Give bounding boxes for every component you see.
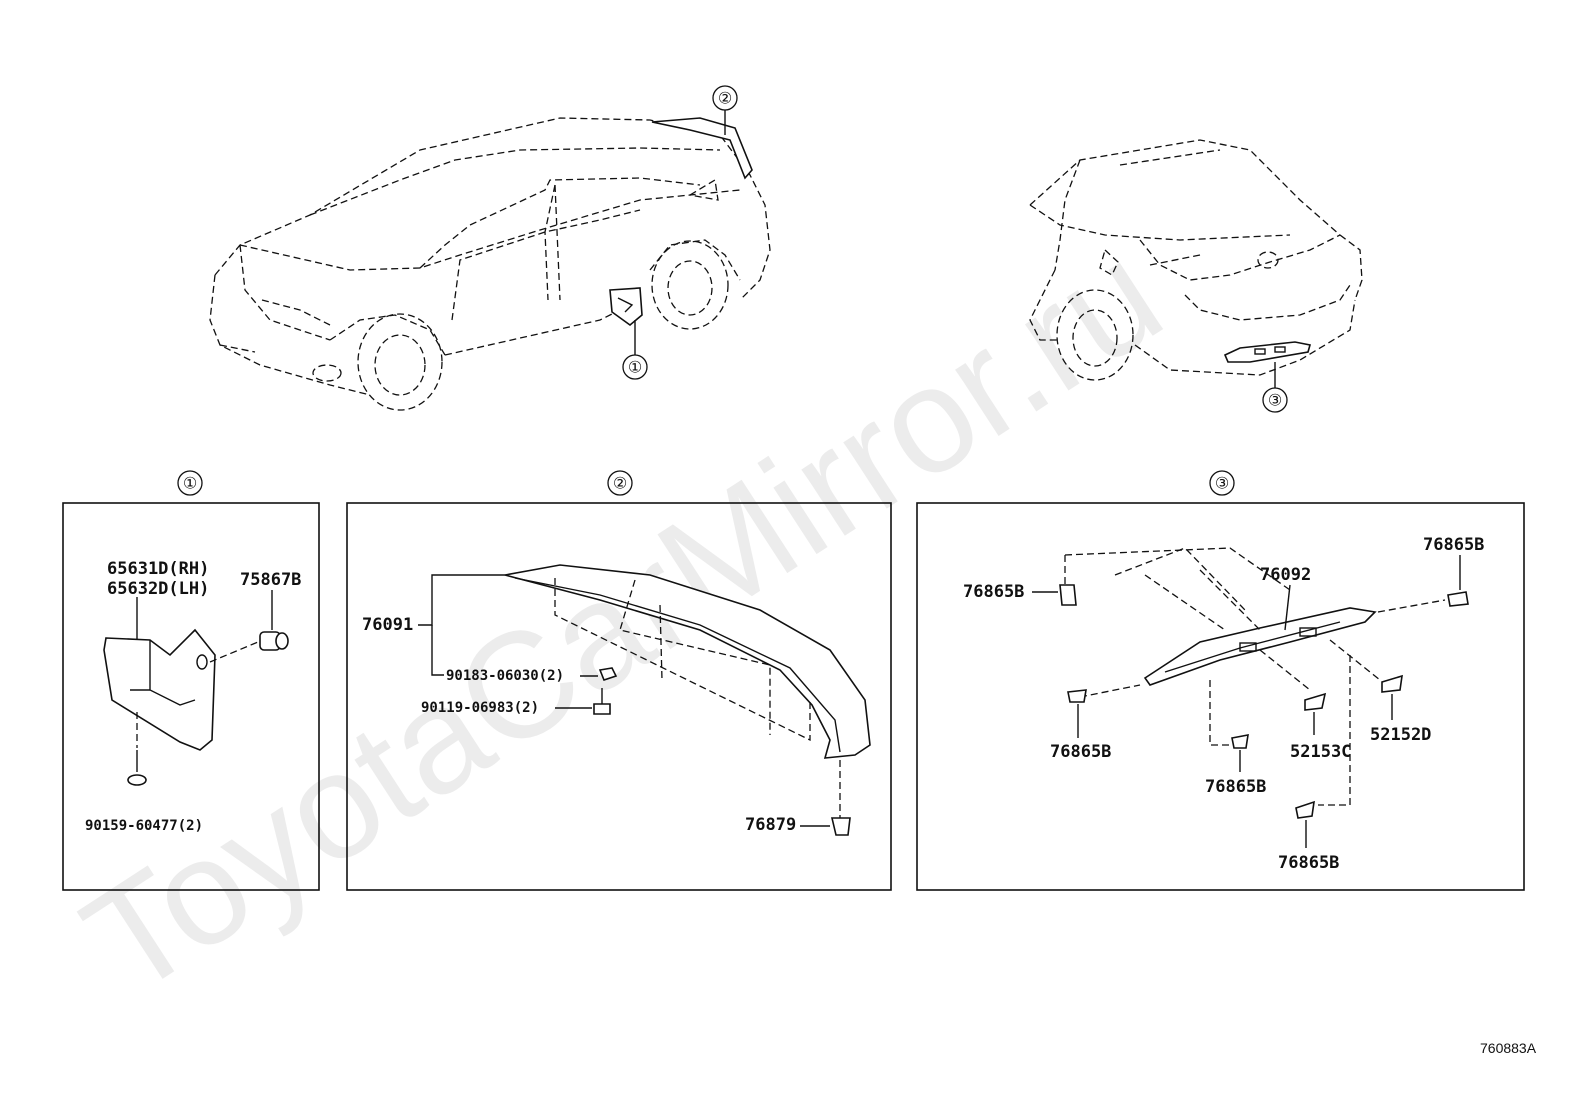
clip-76865B-tr bbox=[1447, 591, 1469, 607]
part-label-76879: 76879 bbox=[745, 815, 796, 835]
panel-1: ① 65631D(RH) 65632D(LH) 75867B 90159-604… bbox=[62, 470, 320, 891]
part-label-52153C: 52153C bbox=[1290, 742, 1351, 762]
panel-2: ② 76091 90183-06030(2) 90119-06983(2) 76… bbox=[346, 470, 892, 891]
panel-3-number: ③ bbox=[1215, 474, 1229, 493]
car-front-view bbox=[209, 117, 771, 411]
callout-1-front: ① bbox=[622, 320, 648, 380]
clip-76865B-bot bbox=[1295, 800, 1315, 819]
pad-52153C bbox=[1304, 692, 1327, 711]
reference-code: 760883A bbox=[1480, 1040, 1537, 1056]
part-label-65632D: 65632D(LH) bbox=[107, 579, 209, 599]
svg-text:①: ① bbox=[628, 358, 642, 377]
panel-1-number: ① bbox=[183, 474, 197, 493]
clip-76865B-tl bbox=[1059, 584, 1077, 606]
mudguard-part bbox=[103, 628, 216, 751]
part-label-76865B-tl: 76865B bbox=[963, 582, 1024, 602]
panel-2-number: ② bbox=[613, 474, 627, 493]
svg-text:②: ② bbox=[718, 89, 732, 108]
screw-90159 bbox=[127, 750, 147, 786]
car-rear-view bbox=[1029, 139, 1363, 381]
svg-text:③: ③ bbox=[1268, 391, 1282, 410]
part-label-90183: 90183-06030(2) bbox=[446, 668, 564, 684]
callout-2-front: ② bbox=[712, 85, 738, 135]
part-label-76865B-tr: 76865B bbox=[1423, 535, 1484, 555]
part-label-76091: 76091 bbox=[362, 615, 413, 635]
part-label-52152D: 52152D bbox=[1370, 725, 1431, 745]
clip-76879 bbox=[830, 817, 851, 836]
part-label-76865B-bm: 76865B bbox=[1205, 777, 1266, 797]
part-label-76092: 76092 bbox=[1260, 565, 1311, 585]
clip-76865B-bm bbox=[1231, 734, 1249, 749]
part-label-75867B: 75867B bbox=[240, 570, 301, 590]
garnish-part bbox=[1143, 607, 1377, 686]
part-label-65631D: 65631D(RH) bbox=[107, 559, 209, 579]
part-label-90159: 90159-60477(2) bbox=[85, 818, 203, 834]
callout-3-rear: ③ bbox=[1262, 362, 1288, 413]
panel-3: ③ 76092 76865B 76865B bbox=[916, 470, 1525, 891]
nut-90183 bbox=[598, 667, 618, 681]
pad-52152D bbox=[1381, 674, 1403, 693]
watermark: ToyotaCarMirror.ru bbox=[56, 210, 1189, 1027]
part-label-76865B-bot: 76865B bbox=[1278, 853, 1339, 873]
bolt-90119 bbox=[593, 688, 611, 715]
spoiler-part bbox=[504, 564, 871, 759]
clip-75867B bbox=[259, 631, 289, 651]
part-label-90119: 90119-06983(2) bbox=[421, 700, 539, 716]
clip-76865B-ml bbox=[1067, 689, 1087, 703]
part-label-76865B-ml: 76865B bbox=[1050, 742, 1111, 762]
